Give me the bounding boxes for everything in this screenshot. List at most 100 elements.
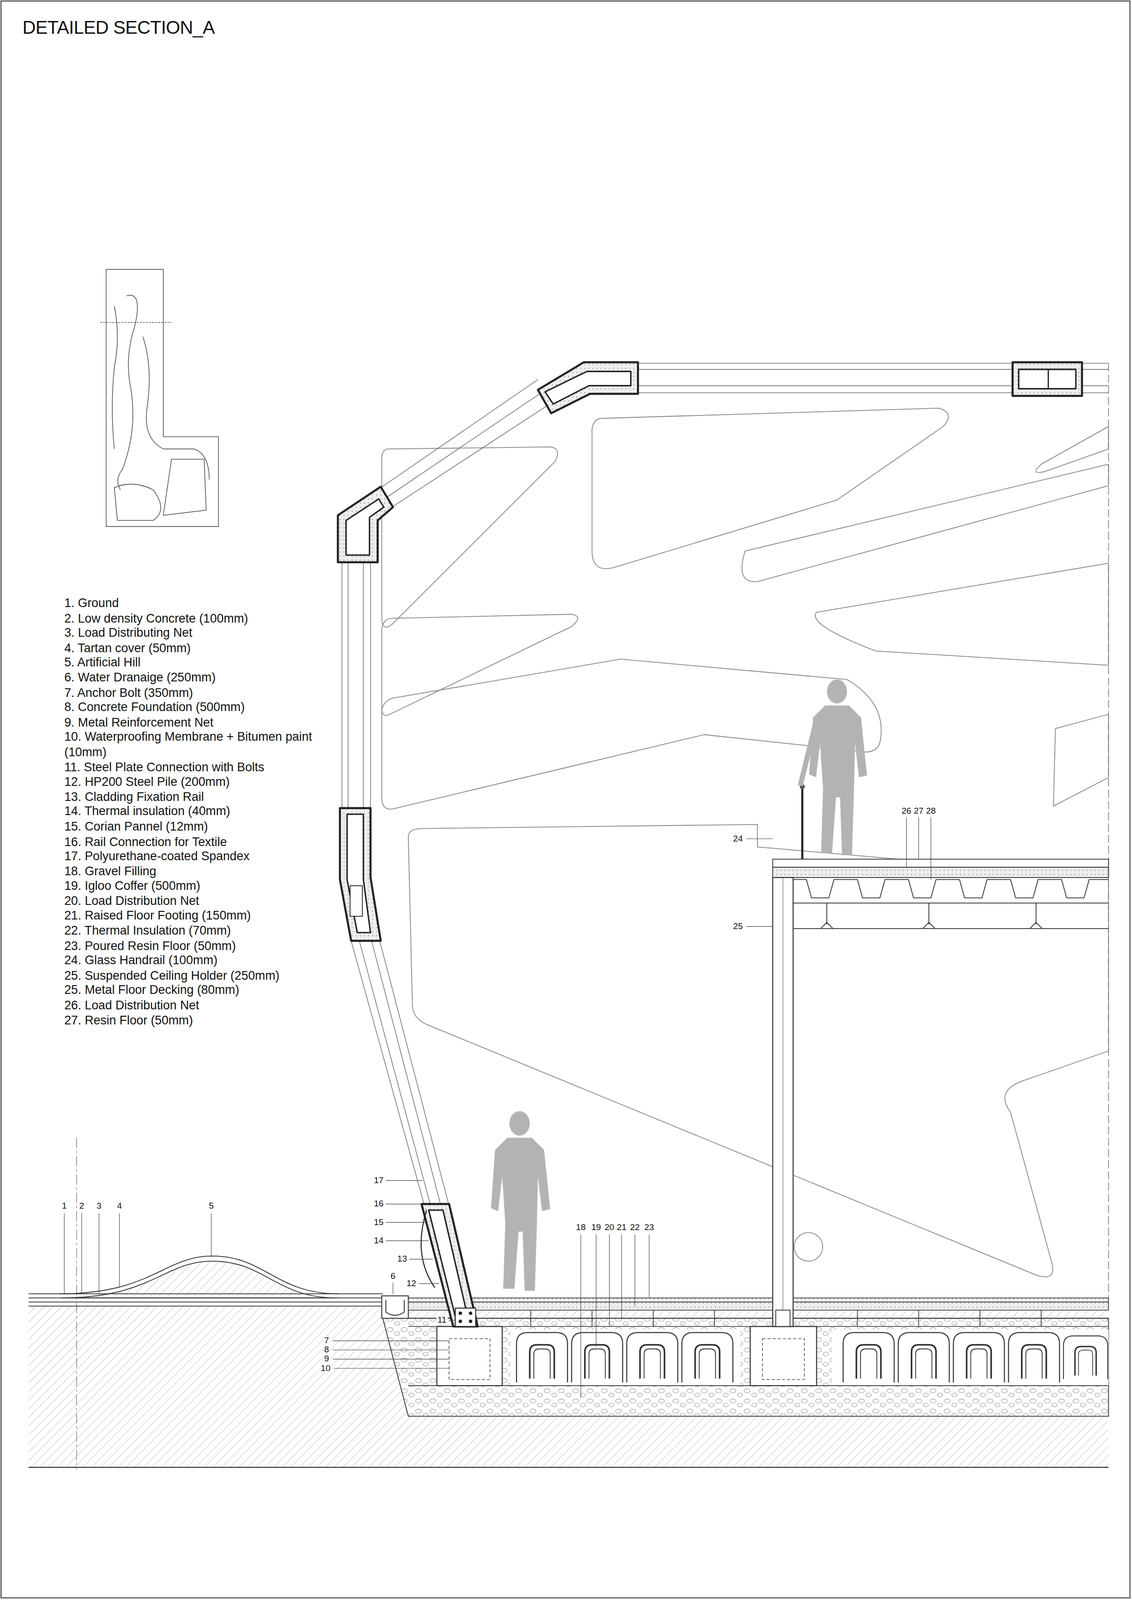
callout-number: 5 [208, 1201, 215, 1211]
legend-item: 11. Steel Plate Connection with Bolts [64, 760, 343, 776]
callout-number: 8 [323, 1345, 330, 1356]
callout-number: 28 [924, 806, 937, 816]
structure-pattern [741, 464, 1109, 583]
floor-slab [530, 1310, 532, 1328]
igloo-coffers [510, 1330, 741, 1387]
leader-lines [333, 1368, 450, 1369]
legend-item: 16. Rail Connection for Textile [64, 834, 343, 850]
facade-frames [1012, 362, 1082, 397]
cladding-lines [391, 403, 552, 508]
callout-number: 13 [396, 1255, 409, 1265]
leader-lines [386, 1241, 429, 1242]
callout-number: 26 [900, 806, 913, 816]
cladding-lines [1081, 369, 1109, 371]
leader-lines [418, 1283, 439, 1285]
human-figures [490, 679, 867, 1292]
leader-lines [332, 1350, 449, 1351]
leader-lines [386, 1204, 421, 1205]
cladding-lines [359, 941, 431, 1207]
leader-lines [930, 817, 932, 880]
cladding-lines [371, 941, 441, 1207]
callout-number: 17 [372, 1176, 385, 1186]
callout-number: 10 [319, 1364, 332, 1374]
callout-number: 24 [732, 834, 745, 844]
key-plan [99, 269, 219, 527]
callout-number: 15 [372, 1218, 385, 1228]
callout-number: 6 [389, 1272, 397, 1282]
key-plan [163, 459, 207, 516]
legend-item: 25. Metal Floor Decking (80mm) [64, 983, 343, 999]
leader-lines [98, 1213, 100, 1295]
drawing-title: DETAILED SECTION_A [22, 17, 215, 39]
legend-item: 2. Low density Concrete (100mm) [64, 610, 343, 626]
facade-frames [455, 1308, 476, 1327]
cladding-lines [637, 369, 1013, 371]
leader-lines [119, 1213, 120, 1289]
leader-lines [409, 1259, 433, 1260]
key-plan [114, 484, 162, 521]
legend-item: 23. Poured Resin Floor (50mm) [64, 938, 343, 954]
floor-slab [652, 1310, 654, 1328]
human-figures [800, 719, 817, 786]
cladding-lines [1081, 392, 1109, 394]
facade-frames [347, 814, 371, 934]
floor-slab [408, 1318, 1109, 1320]
legend-item: 6. Water Dranaige (250mm) [64, 670, 343, 686]
mezzanine [772, 859, 1109, 868]
facade-frames [421, 1204, 478, 1327]
legend-item: 25. Suspended Ceiling Holder (250mm) [64, 968, 343, 984]
cladding-lines [380, 379, 538, 488]
mezzanine [782, 877, 783, 1327]
concrete-foundations [750, 1326, 817, 1387]
leader-lines [63, 1213, 65, 1295]
callout-number: 3 [95, 1201, 103, 1211]
floor-slab [918, 1310, 920, 1328]
legend-item: 19. Igloo Coffer (500mm) [64, 879, 343, 895]
mezzanine [928, 903, 930, 925]
ground-earth [28, 1137, 1109, 1470]
legend-item: 22. Thermal Insulation (70mm) [64, 923, 343, 939]
mezzanine [772, 902, 1109, 904]
floor-slab [1040, 1310, 1042, 1328]
mezzanine [792, 879, 1109, 898]
cladding-lines [1081, 385, 1109, 387]
human-figures [490, 1111, 551, 1292]
leader-lines [580, 1235, 581, 1399]
callout-number: 27 [912, 806, 925, 816]
callout-number: 20 [603, 1223, 616, 1233]
floor-slab [408, 1298, 1109, 1311]
legend-item: 18. Gravel Filling [64, 864, 343, 880]
legend-item: 1. Ground [64, 595, 343, 611]
floor-slab [856, 1310, 858, 1328]
callout-number: 4 [115, 1201, 123, 1211]
facade-frames [1047, 369, 1049, 390]
mezzanine [820, 922, 1043, 929]
water-drainage [381, 1296, 409, 1319]
legend-item: 15. Corian Pannel (12mm) [64, 819, 343, 835]
cladding-lines [1081, 363, 1109, 365]
callout-number: 21 [615, 1223, 628, 1233]
cladding-lines [637, 385, 1013, 387]
facade-frames [337, 362, 1082, 1327]
facade-frames [469, 1320, 472, 1323]
facade-frames [1018, 369, 1076, 390]
structure-pattern [381, 659, 882, 810]
concrete-foundations [437, 1326, 817, 1387]
facade-frames [421, 1210, 435, 1289]
mezzanine [826, 903, 828, 925]
igloo-coffers [681, 1333, 733, 1384]
cladding-lines [637, 363, 1013, 365]
igloo-coffers [1008, 1333, 1060, 1384]
structure-pattern [381, 408, 1109, 1278]
legend-item: 27. Resin Floor (50mm) [64, 1013, 343, 1029]
leader-lines [745, 838, 773, 840]
cladding-lines [363, 561, 365, 809]
facade-frames [469, 1312, 472, 1315]
leader-lines [609, 1235, 610, 1327]
ground-earth [382, 1318, 1109, 1417]
structure-pattern [381, 447, 558, 628]
facade-frames [339, 808, 381, 942]
floor-slab [591, 1310, 593, 1328]
cladding-lines [379, 941, 449, 1207]
mezzanine [775, 1310, 790, 1328]
